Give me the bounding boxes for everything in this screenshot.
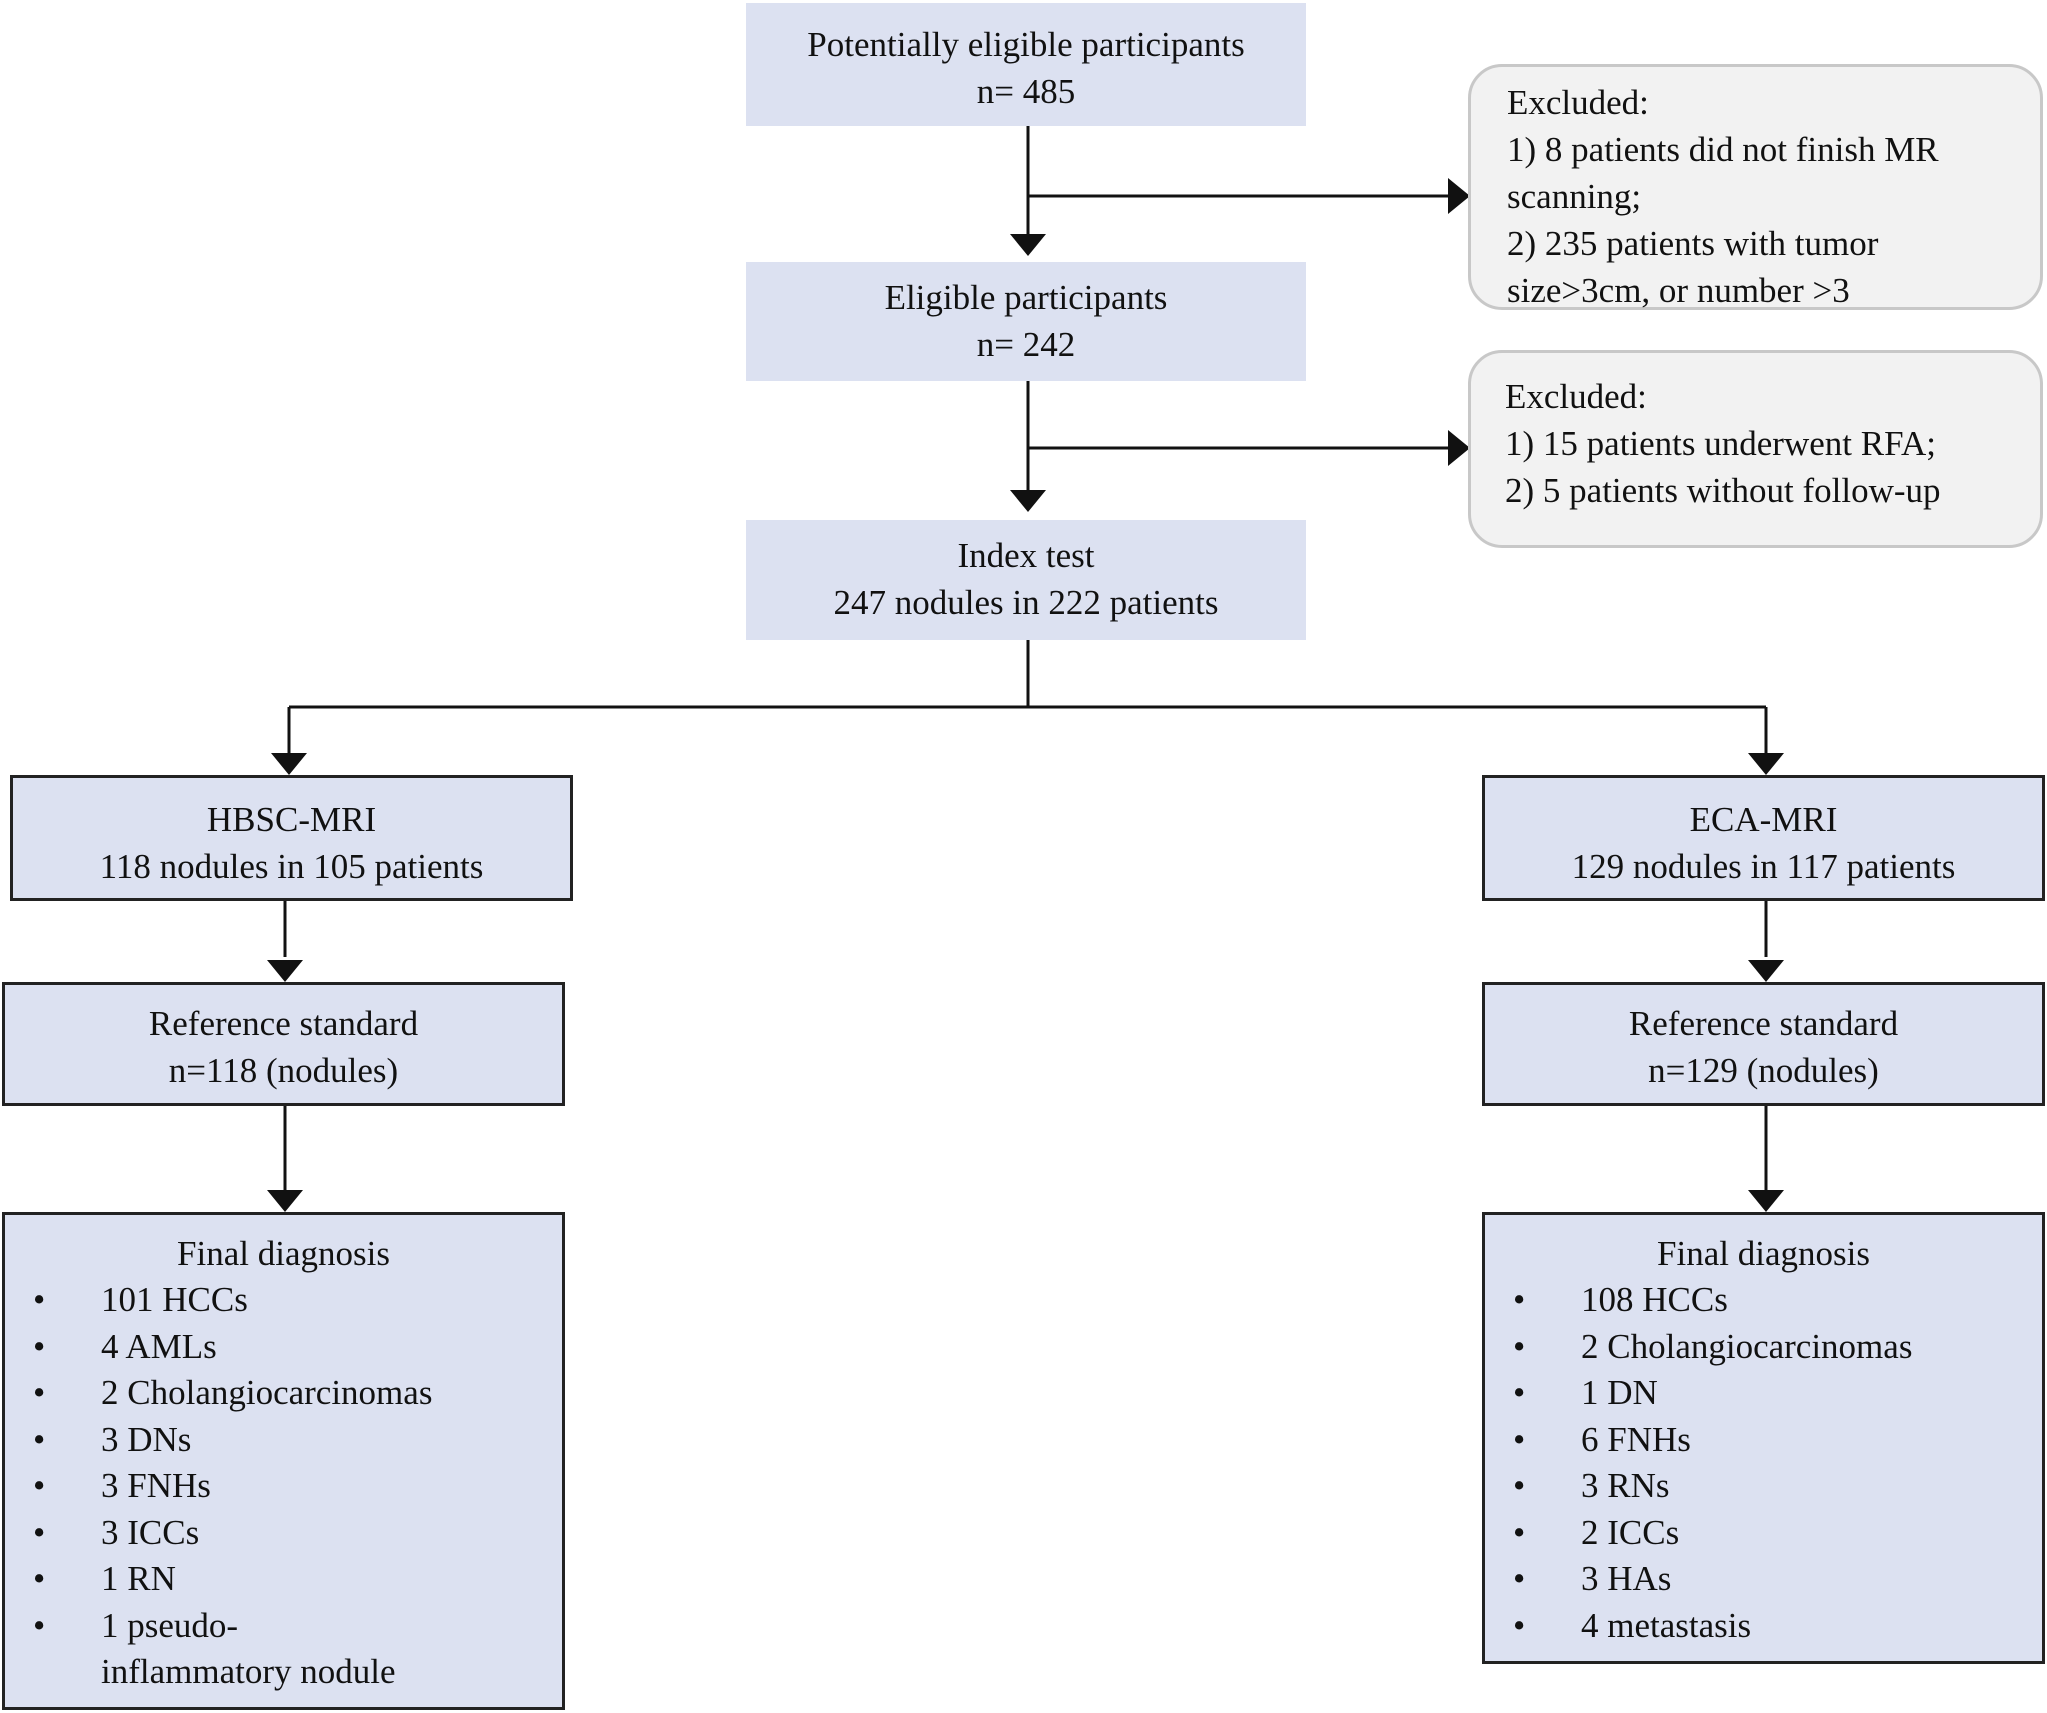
- arrowhead-hbsc: [271, 753, 307, 775]
- arrowhead-exclusion-2: [1448, 430, 1470, 466]
- arrowhead-ref-left: [267, 960, 303, 982]
- node-detail: n= 485: [976, 72, 1076, 111]
- list-item: 2 Cholangiocarcinomas: [1485, 1324, 2042, 1371]
- arrowhead-ref-right: [1748, 960, 1784, 982]
- node-title: Reference standard: [1628, 1004, 1899, 1043]
- node-detail: 247 nodules in 222 patients: [833, 583, 1219, 622]
- node-hbsc-mri: HBSC-MRI 118 nodules in 105 patients: [10, 775, 573, 901]
- node-eca-mri: ECA-MRI 129 nodules in 117 patients: [1482, 775, 2045, 901]
- final-title: Final diagnosis: [1657, 1234, 1870, 1273]
- list-item: 1 RN: [5, 1556, 562, 1603]
- diagnosis-list-left: 101 HCCs 4 AMLs 2 Cholangiocarcinomas 3 …: [5, 1277, 562, 1696]
- list-item: 2 ICCs: [1485, 1510, 2042, 1557]
- list-item: 3 ICCs: [5, 1510, 562, 1557]
- exclusion-line: size>3cm, or number >3: [1507, 271, 1850, 310]
- exclusion-title: Excluded:: [1505, 377, 1647, 416]
- list-item: 101 HCCs: [5, 1277, 562, 1324]
- list-item: 3 HAs: [1485, 1556, 2042, 1603]
- node-detail: 129 nodules in 117 patients: [1571, 847, 1956, 886]
- node-index-test: Index test 247 nodules in 222 patients: [746, 520, 1306, 640]
- list-item: 6 FNHs: [1485, 1417, 2042, 1464]
- exclusion-line: 1) 8 patients did not finish MR: [1507, 130, 1939, 169]
- exclusion-line: 1) 15 patients underwent RFA;: [1505, 424, 1936, 463]
- list-item: 1 DN: [1485, 1370, 2042, 1417]
- node-reference-standard-right: Reference standard n=129 (nodules): [1482, 982, 2045, 1106]
- node-final-diagnosis-right: Final diagnosis 108 HCCs 2 Cholangiocarc…: [1482, 1212, 2045, 1664]
- list-item: 4 AMLs: [5, 1324, 562, 1371]
- node-detail: n=118 (nodules): [168, 1051, 399, 1090]
- exclusion-box-2: Excluded: 1) 15 patients underwent RFA; …: [1468, 350, 2043, 548]
- final-title: Final diagnosis: [177, 1234, 390, 1273]
- exclusion-box-1: Excluded: 1) 8 patients did not finish M…: [1468, 64, 2043, 310]
- node-title: ECA-MRI: [1689, 800, 1838, 839]
- arrowhead-final-left: [267, 1190, 303, 1212]
- node-detail: 118 nodules in 105 patients: [99, 847, 484, 886]
- exclusion-title: Excluded:: [1507, 83, 1649, 122]
- exclusion-line: 2) 235 patients with tumor: [1507, 224, 1879, 263]
- diagnosis-list-right: 108 HCCs 2 Cholangiocarcinomas 1 DN 6 FN…: [1485, 1277, 2042, 1649]
- arrowhead-eligible: [1010, 234, 1046, 256]
- node-potentially-eligible: Potentially eligible participants n= 485: [746, 3, 1306, 126]
- node-title: Eligible participants: [884, 278, 1168, 317]
- list-item: 3 FNHs: [5, 1463, 562, 1510]
- list-item: 3 DNs: [5, 1417, 562, 1464]
- list-item: 4 metastasis: [1485, 1603, 2042, 1650]
- exclusion-line: scanning;: [1507, 177, 1642, 216]
- list-item: 108 HCCs: [1485, 1277, 2042, 1324]
- node-reference-standard-left: Reference standard n=118 (nodules): [2, 982, 565, 1106]
- node-eligible: Eligible participants n= 242: [746, 262, 1306, 381]
- arrowhead-index: [1010, 490, 1046, 512]
- list-item: 2 Cholangiocarcinomas: [5, 1370, 562, 1417]
- node-title: Potentially eligible participants: [807, 25, 1245, 64]
- node-title: HBSC-MRI: [206, 800, 377, 839]
- arrowhead-exclusion-1: [1448, 178, 1470, 214]
- exclusion-line: 2) 5 patients without follow-up: [1505, 471, 1941, 510]
- node-title: Reference standard: [148, 1004, 419, 1043]
- list-item: 1 pseudo-inflammatory nodule: [5, 1603, 401, 1696]
- list-item: 3 RNs: [1485, 1463, 2042, 1510]
- node-title: Index test: [957, 536, 1095, 575]
- node-detail: n=129 (nodules): [1648, 1051, 1879, 1090]
- arrowhead-eca: [1748, 753, 1784, 775]
- node-final-diagnosis-left: Final diagnosis 101 HCCs 4 AMLs 2 Cholan…: [2, 1212, 565, 1710]
- arrowhead-final-right: [1748, 1190, 1784, 1212]
- node-detail: n= 242: [976, 325, 1076, 364]
